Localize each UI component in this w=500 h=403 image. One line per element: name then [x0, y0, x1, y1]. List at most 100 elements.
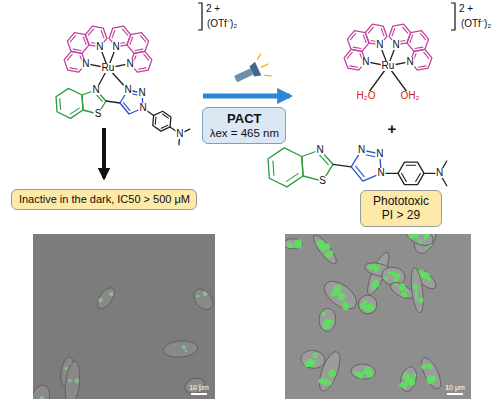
micrograph [368, 309, 371, 312]
micrograph [287, 242, 293, 248]
micrograph [109, 292, 113, 296]
free-ligand [286, 174, 298, 182]
atom-label: OH₂ [400, 91, 421, 101]
micrograph [367, 371, 374, 378]
scale-bar-label: 10 μm [444, 384, 466, 391]
atom-label: N [126, 59, 135, 69]
micrograph [307, 359, 314, 366]
micrograph [418, 239, 422, 243]
micrograph [401, 292, 407, 298]
micrograph [427, 364, 433, 370]
micrograph [376, 266, 380, 270]
micrograph [285, 234, 471, 399]
aqua-complex [424, 52, 429, 58]
micrograph [398, 365, 419, 393]
micrograph [98, 298, 103, 303]
ru-complex [83, 37, 86, 44]
atom-label: N [111, 42, 120, 52]
micrograph [412, 373, 417, 378]
micrograph [342, 303, 349, 310]
micrograph [360, 303, 366, 309]
charge-label: (OTf⁻)₂ [206, 19, 238, 29]
micrograph [418, 355, 445, 391]
micrograph [328, 369, 336, 377]
atom-label: N [315, 145, 324, 155]
micrograph [393, 277, 398, 282]
micrograph [354, 371, 359, 376]
atom-label: Ru [381, 61, 396, 71]
free-ligand [406, 165, 415, 166]
micrograph [385, 276, 389, 280]
micrograph [191, 393, 207, 395]
free-ligand [356, 166, 364, 176]
micrograph [356, 292, 380, 316]
ru-complex [161, 125, 168, 128]
micrograph [63, 361, 82, 399]
ru-complex [144, 54, 149, 60]
light-ray [256, 53, 263, 59]
micrograph [391, 271, 396, 276]
aqua-complex [410, 35, 413, 42]
ru-complex [130, 37, 133, 44]
ru-complex [123, 103, 129, 111]
ru-complex [155, 117, 157, 124]
plus-sign: + [387, 121, 398, 136]
flashlight-icon [249, 62, 262, 79]
micrograph [430, 375, 436, 381]
atom-label: N [357, 145, 366, 155]
free-ligand [333, 164, 351, 167]
micrograph [28, 234, 217, 403]
micrograph [331, 292, 336, 297]
ru-complex [138, 68, 146, 69]
result-box: Inactive in the dark, IC50 > 500 μM [11, 189, 197, 210]
free-ligand [319, 154, 328, 164]
micrograph [40, 396, 44, 399]
micrograph [372, 280, 380, 288]
aqua-complex [418, 66, 426, 67]
atom-label: N [435, 168, 444, 178]
micrograph [285, 239, 302, 249]
atom-label: N [91, 85, 100, 95]
box-text: Phototoxic PI > 29 [367, 194, 435, 223]
ru-complex [73, 49, 81, 50]
charge-bracket [198, 3, 455, 30]
light-arrow [203, 96, 290, 97]
ru-complex [70, 36, 75, 42]
light-ray [264, 73, 271, 79]
aqua-complex [344, 24, 432, 96]
aqua-complex [392, 28, 395, 35]
ru-complex [140, 36, 145, 42]
free-ligand [268, 148, 303, 187]
scale-bar-label: 10 μm [188, 384, 210, 391]
ru-complex [106, 101, 120, 103]
aqua-complex [381, 28, 384, 35]
result-box: Phototoxic PI > 29 [360, 190, 442, 227]
process-box: PACTλex = 465 nm [202, 107, 286, 144]
flashlight-icon [230, 53, 273, 91]
atom-label: N [375, 149, 384, 159]
micrograph [447, 393, 463, 395]
micrograph [323, 324, 328, 329]
atom-label: H₂O [356, 91, 377, 101]
micrograph [321, 312, 325, 316]
micrograph [414, 294, 417, 297]
atom-label: N [95, 42, 104, 52]
micrograph [399, 283, 406, 290]
atom-label: S [318, 176, 327, 186]
micrograph [33, 383, 53, 399]
dark-arrow [102, 128, 106, 178]
micrograph [33, 234, 215, 399]
micrograph [415, 297, 418, 300]
micrograph [317, 240, 324, 247]
ru-complex [67, 54, 72, 60]
micrograph [300, 349, 326, 370]
free-ligand [402, 173, 407, 181]
micrograph [203, 292, 208, 297]
atom-label: N [376, 168, 385, 178]
micrograph [333, 285, 341, 293]
micrograph [325, 251, 332, 258]
light-arrow [203, 94, 290, 99]
atom-label: S [94, 109, 103, 119]
micrograph [409, 267, 425, 313]
